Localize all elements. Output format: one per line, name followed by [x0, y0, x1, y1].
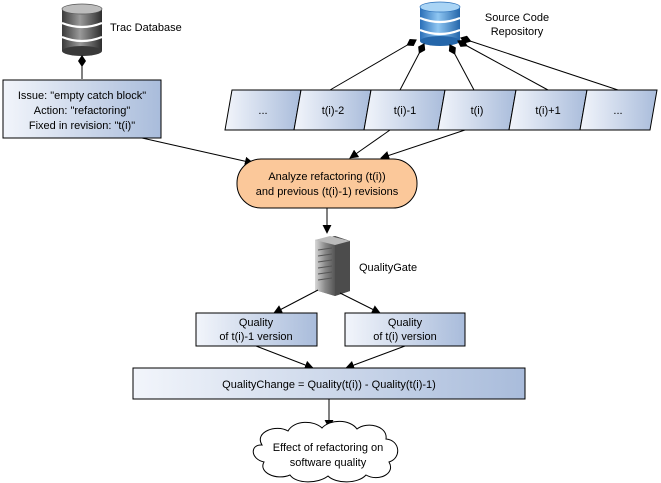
repository-connectors [329, 35, 619, 91]
revision-label: ... [613, 105, 622, 117]
revision-label: t(i)+1 [535, 105, 560, 117]
analyze-box: Analyze refactoring (t(i)) and previous … [236, 158, 418, 209]
trac-database-label: Trac Database [110, 22, 182, 34]
analyze-line2: and previous (t(i)-1) revisions [256, 186, 399, 198]
quality-curr-line2: of t(i) version [373, 331, 437, 343]
revision-label: ... [258, 105, 267, 117]
quality-change-label: QualityChange = Quality(t(i)) - Quality(… [222, 379, 436, 391]
revision-label: t(i) [471, 105, 484, 117]
revision-label: t(i)-1 [394, 105, 417, 117]
quality-prev-line2: of t(i)-1 version [219, 331, 292, 343]
analyze-line1: Analyze refactoring (t(i)) [268, 171, 385, 183]
quality-prev-box: Quality of t(i)-1 version [195, 312, 318, 347]
issue-line: Issue: "empty catch block" [18, 90, 146, 102]
revision-cell: ... [224, 89, 302, 131]
quality-to-change-arrows [255, 345, 406, 370]
revision-cell: t(i) [437, 89, 517, 131]
source-repository-icon [419, 1, 461, 46]
fixed-revision-line: Fixed in revision: "t(i)" [29, 120, 135, 132]
revision-strip: ... t(i)-2 t(i)-1 t(i) t(i)+1 ... [224, 89, 658, 131]
effect-cloud: Effect of refactoring on software qualit… [252, 420, 399, 483]
analyze-input-arrows [141, 129, 466, 166]
revision-cell: t(i)-1 [363, 89, 446, 131]
issue-box: Issue: "empty catch block" Action: "refa… [2, 79, 162, 139]
quality-prev-line1: Quality [239, 317, 274, 329]
gate-output-arrows [273, 289, 381, 314]
revision-label: t(i)-2 [322, 105, 345, 117]
revision-cell: t(i)-2 [293, 89, 372, 131]
quality-gate-label: QualityGate [359, 262, 417, 274]
server-icon [315, 236, 350, 296]
quality-curr-box: Quality of t(i) version [344, 312, 466, 347]
effect-line1: Effect of refactoring on [273, 442, 383, 454]
source-repository-label-line1: Source Code [485, 12, 549, 24]
source-repository-label-line2: Repository [491, 26, 544, 38]
trac-database-icon [61, 3, 103, 56]
revision-cell: t(i)+1 [508, 89, 588, 131]
effect-line2: software quality [290, 457, 367, 469]
revision-cell: ... [579, 89, 658, 131]
action-line: Action: "refactoring" [34, 105, 131, 117]
quality-change-box: QualityChange = Quality(t(i)) - Quality(… [132, 367, 526, 400]
quality-curr-line1: Quality [388, 317, 423, 329]
